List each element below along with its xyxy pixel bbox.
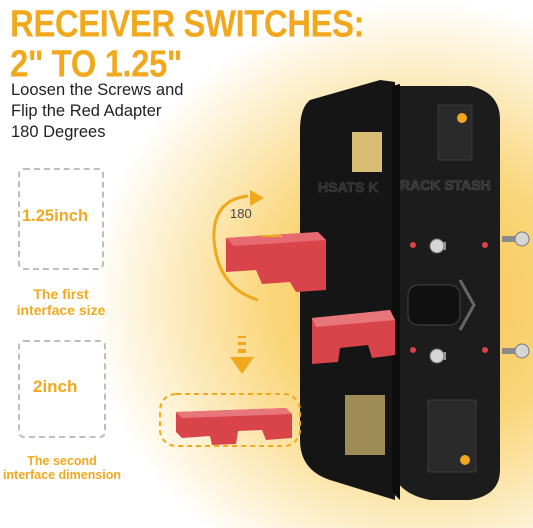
interface-1-outline xyxy=(18,168,104,270)
front-plate-hole-top xyxy=(457,113,467,123)
interface-2-outline xyxy=(18,340,106,438)
instruction-line-1: Loosen the Screws and xyxy=(11,81,184,99)
interface-2-caption-1: The second xyxy=(27,454,97,468)
red-adapter-upper xyxy=(226,232,326,292)
red-dot-1 xyxy=(410,242,416,248)
interface-2-caption-2: interface dimension xyxy=(2,468,122,482)
interface-1-size: 1.25inch xyxy=(22,207,89,225)
red-adapter-mounted-top-face xyxy=(312,310,395,327)
front-plate-edge xyxy=(392,84,400,500)
front-plate-hole-bottom xyxy=(460,455,470,465)
rotation-label: 180 xyxy=(230,206,252,221)
front-plate-center-slot xyxy=(407,284,461,326)
front-plate-chevron xyxy=(458,279,476,331)
instruction-line-2: Flip the Red Adapter xyxy=(11,102,162,120)
red-dot-4 xyxy=(482,347,488,353)
front-plate-brand: RACK STASH xyxy=(400,177,491,193)
back-plate-window-top xyxy=(352,132,382,172)
screw-icon xyxy=(429,348,446,364)
red-adapter-flipped xyxy=(176,408,292,445)
screw-icon xyxy=(502,343,530,359)
screw-icon xyxy=(429,238,446,254)
instruction-line-3: 180 Degrees xyxy=(11,123,106,141)
back-plate-window-bottom xyxy=(345,395,385,455)
back-plate-brand: HSATS K xyxy=(318,179,378,195)
red-adapter-flipped-top-face xyxy=(176,408,292,418)
rotation-arrow-icon xyxy=(212,194,259,302)
interface-1-caption-1: The first xyxy=(33,286,89,302)
rotation-arrowhead-icon xyxy=(250,190,264,206)
interface-1-caption-2: interface size xyxy=(16,302,106,318)
red-adapter-upper-top-face xyxy=(226,232,326,246)
front-plate-slot-top xyxy=(437,104,473,161)
screw-icon xyxy=(502,231,530,247)
red-dot-2 xyxy=(482,242,488,248)
headline-line-2: 2" TO 1.25" xyxy=(10,42,182,85)
down-arrow-icon xyxy=(230,336,254,374)
flipped-adapter-callout xyxy=(159,393,301,447)
red-dot-3 xyxy=(410,347,416,353)
headline-line-1: RECEIVER SWITCHES: xyxy=(10,2,365,45)
interface-2-size: 2inch xyxy=(33,377,78,396)
